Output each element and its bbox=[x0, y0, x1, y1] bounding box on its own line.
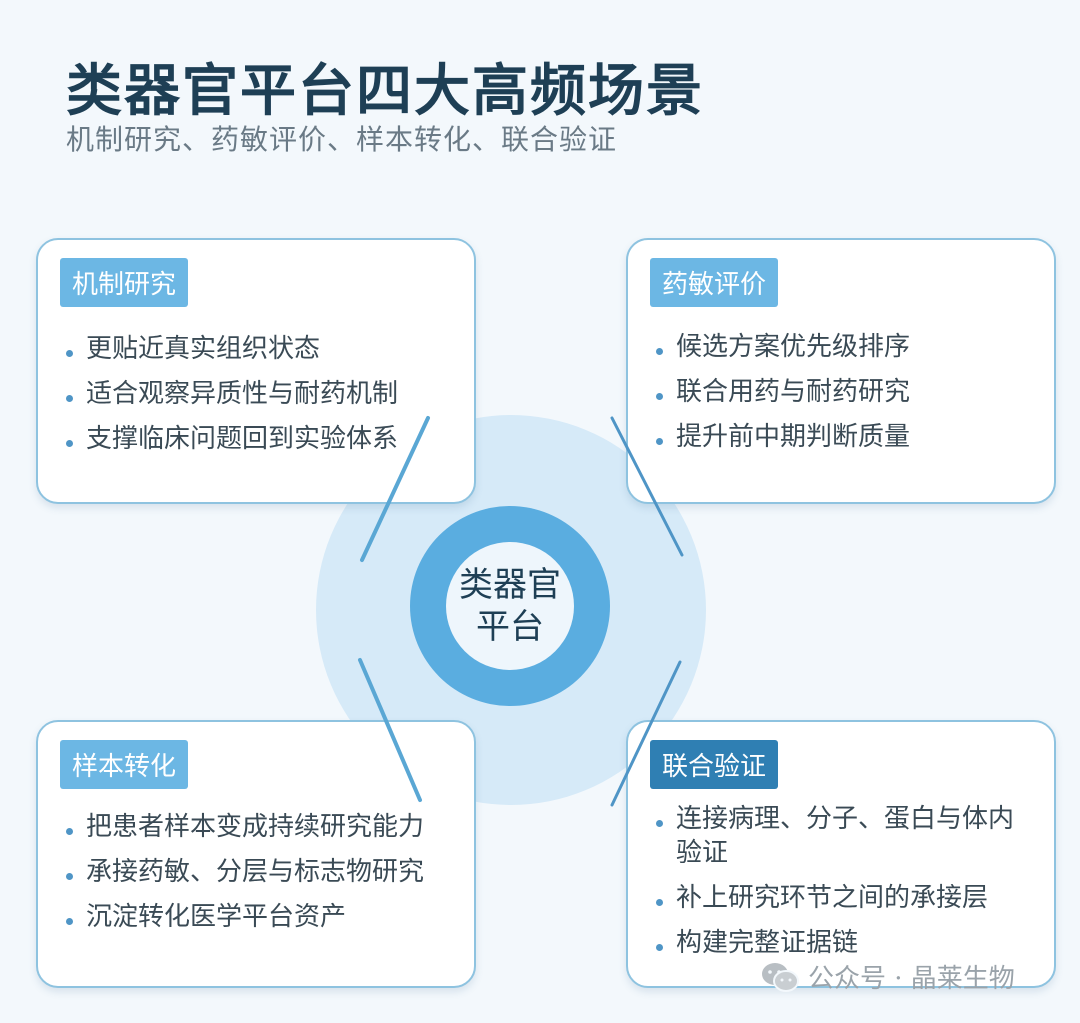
list-item: 更贴近真实组织状态 bbox=[64, 332, 456, 366]
page-title: 类器官平台四大高频场景 bbox=[66, 58, 704, 124]
card-list: 把患者样本变成持续研究能力 承接药敏、分层与标志物研究 沉淀转化医学平台资产 bbox=[64, 810, 456, 945]
wechat-icon bbox=[762, 962, 799, 992]
page-subtitle: 机制研究、药敏评价、样本转化、联合验证 bbox=[66, 123, 618, 156]
list-item: 候选方案优先级排序 bbox=[654, 330, 1036, 364]
card-drug-sensitivity: 药敏评价 候选方案优先级排序 联合用药与耐药研究 提升前中期判断质量 bbox=[626, 238, 1056, 504]
list-item: 构建完整证据链 bbox=[654, 926, 1036, 960]
center-label-line1: 类器官 bbox=[459, 565, 561, 605]
watermark-text: 公众号 · 晶莱生物 bbox=[808, 964, 1015, 994]
watermark: 公众号 · 晶莱生物 bbox=[760, 958, 1015, 995]
list-item: 补上研究环节之间的承接层 bbox=[654, 881, 1036, 915]
list-item: 把患者样本变成持续研究能力 bbox=[64, 810, 456, 844]
card-tag: 样本转化 bbox=[60, 740, 189, 789]
card-tag: 药敏评价 bbox=[650, 258, 779, 307]
card-list: 更贴近真实组织状态 适合观察异质性与耐药机制 支撑临床问题回到实验体系 bbox=[64, 332, 456, 467]
list-item: 提升前中期判断质量 bbox=[654, 420, 1036, 454]
list-item: 连接病理、分子、蛋白与体内验证 bbox=[654, 802, 1036, 870]
card-mechanism: 机制研究 更贴近真实组织状态 适合观察异质性与耐药机制 支撑临床问题回到实验体系 bbox=[36, 238, 476, 504]
list-item: 沉淀转化医学平台资产 bbox=[64, 900, 456, 934]
list-item: 适合观察异质性与耐药机制 bbox=[64, 377, 456, 411]
card-tag: 联合验证 bbox=[650, 740, 779, 789]
card-sample-translation: 样本转化 把患者样本变成持续研究能力 承接药敏、分层与标志物研究 沉淀转化医学平… bbox=[36, 720, 476, 988]
card-joint-validation: 联合验证 连接病理、分子、蛋白与体内验证 补上研究环节之间的承接层 构建完整证据… bbox=[626, 720, 1056, 988]
card-list: 连接病理、分子、蛋白与体内验证 补上研究环节之间的承接层 构建完整证据链 bbox=[654, 802, 1036, 971]
list-item: 承接药敏、分层与标志物研究 bbox=[64, 855, 456, 889]
card-list: 候选方案优先级排序 联合用药与耐药研究 提升前中期判断质量 bbox=[654, 330, 1036, 465]
card-tag: 机制研究 bbox=[60, 258, 189, 307]
list-item: 支撑临床问题回到实验体系 bbox=[64, 422, 456, 456]
center-label-line2: 平台 bbox=[476, 607, 544, 647]
list-item: 联合用药与耐药研究 bbox=[654, 375, 1036, 409]
center-hub: 类器官 平台 bbox=[446, 542, 574, 670]
